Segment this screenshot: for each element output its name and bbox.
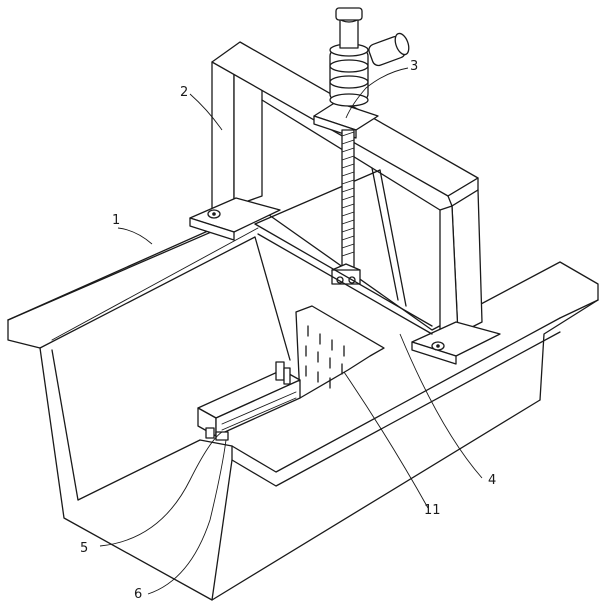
label-5: 5	[80, 541, 88, 556]
label-6: 6	[134, 587, 142, 602]
perforated-plate	[296, 306, 384, 398]
bottom-slider	[198, 362, 300, 440]
reference-labels: 1 2 3 4 5 6 11	[80, 59, 496, 602]
label-2: 2	[180, 85, 188, 100]
label-3: 3	[410, 59, 418, 74]
label-1: 1	[112, 213, 120, 228]
label-11: 11	[424, 503, 441, 518]
label-4: 4	[488, 473, 496, 488]
